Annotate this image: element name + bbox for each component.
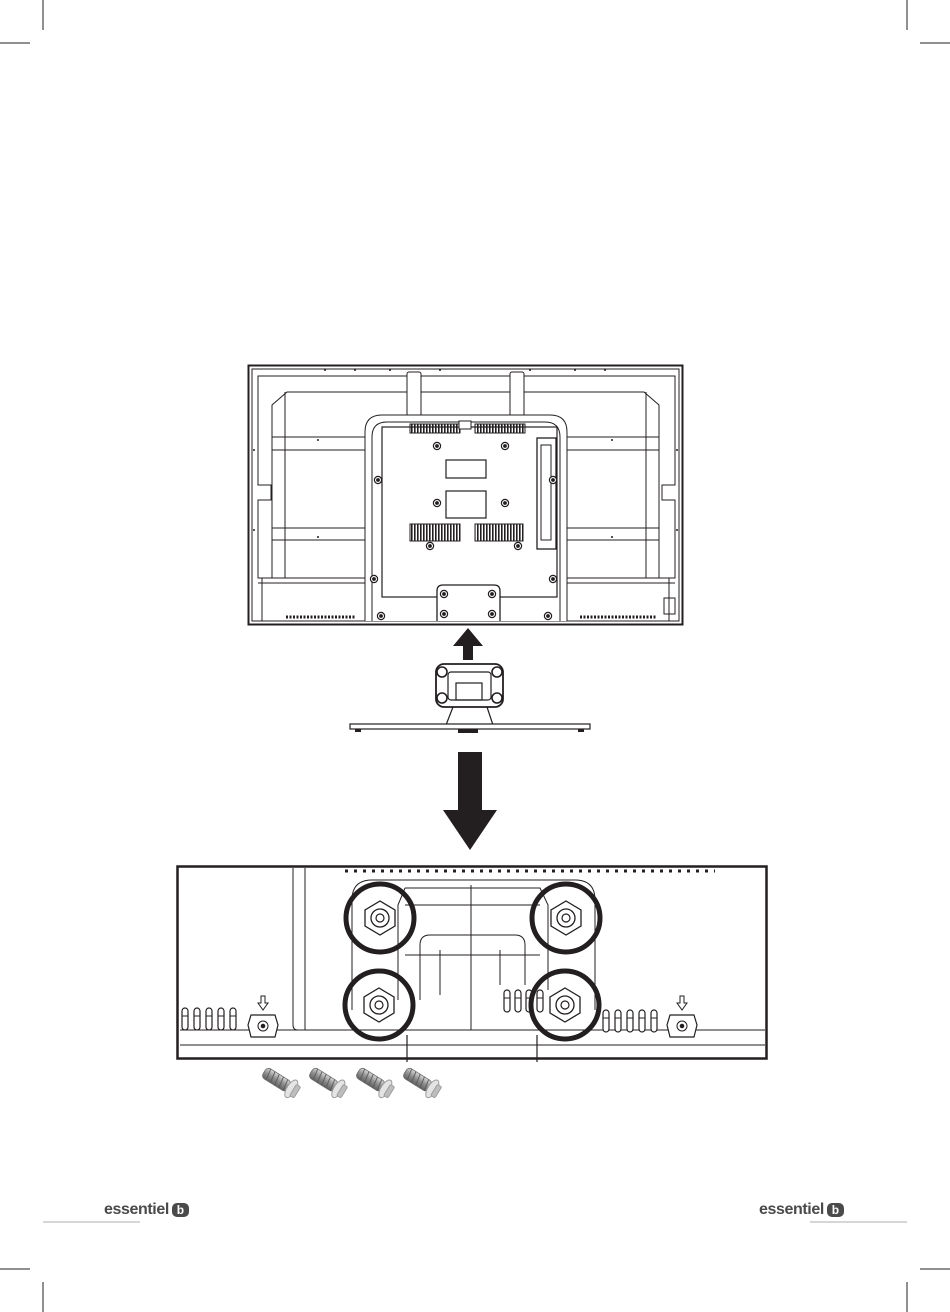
screw-hole	[374, 476, 381, 483]
screw	[353, 1063, 397, 1101]
loose-screws	[259, 1063, 444, 1101]
logo-badge: b	[827, 1203, 844, 1217]
side-boss-right	[667, 1015, 697, 1037]
screw-hole	[544, 612, 551, 619]
neck-screw	[492, 667, 502, 677]
neck-screw	[437, 667, 447, 677]
up-arrow-icon	[453, 628, 483, 660]
logo-wordmark: essentiel	[104, 1200, 169, 1220]
brand-logo-right: essentiel b	[759, 1200, 844, 1220]
mounting-detail	[178, 867, 767, 1063]
screw	[259, 1063, 303, 1101]
screw-hole	[433, 442, 440, 449]
detail-panel-edge	[293, 868, 305, 1030]
screw-hole	[501, 442, 508, 449]
logo-badge: b	[172, 1203, 189, 1217]
screw	[306, 1063, 350, 1101]
mounting-boss	[551, 901, 581, 935]
screw-hole	[370, 575, 377, 582]
highlighted-mounting-holes	[345, 884, 600, 1039]
logo-wordmark: essentiel	[759, 1200, 824, 1220]
small-down-arrow-icon	[258, 996, 268, 1010]
screw-hole	[426, 542, 433, 549]
tv-stand	[350, 664, 590, 733]
neck-screw	[437, 693, 447, 703]
screw	[400, 1063, 444, 1101]
mounting-hole	[345, 971, 413, 1039]
stand-screw-hole	[440, 590, 447, 597]
detail-stand-outline	[352, 880, 595, 1010]
mounting-boss	[365, 901, 395, 935]
studs-middle	[504, 990, 543, 1012]
studs-right	[603, 1010, 657, 1032]
screw-hole	[433, 499, 440, 506]
mounting-hole	[532, 884, 600, 952]
screw-hole	[549, 476, 556, 483]
screw-hole	[377, 612, 384, 619]
stand-screw-hole	[488, 590, 495, 597]
stand-pillar	[446, 707, 493, 725]
mounting-hole	[346, 884, 414, 952]
brand-logo-left: essentiel b	[104, 1200, 189, 1220]
mounting-boss	[550, 988, 580, 1022]
top-vent-left	[410, 424, 460, 433]
tv-rear-view	[249, 366, 683, 625]
center-tab	[459, 421, 471, 429]
stand-screw-hole	[440, 610, 447, 617]
screw-hole	[501, 499, 508, 506]
small-down-arrow-icon	[677, 996, 687, 1010]
bottom-vent-left	[410, 524, 460, 541]
down-arrow-icon	[443, 752, 497, 850]
side-boss-left	[248, 1015, 278, 1037]
stand-base-plate	[350, 724, 590, 729]
top-vent-right	[475, 424, 525, 433]
studs-left	[182, 1008, 236, 1030]
bottom-vent-right	[475, 524, 523, 541]
stand-screw-hole	[488, 610, 495, 617]
mounting-boss	[364, 988, 394, 1022]
neck-screw	[492, 693, 502, 703]
screw-hole	[514, 542, 521, 549]
screw-hole	[549, 575, 556, 582]
